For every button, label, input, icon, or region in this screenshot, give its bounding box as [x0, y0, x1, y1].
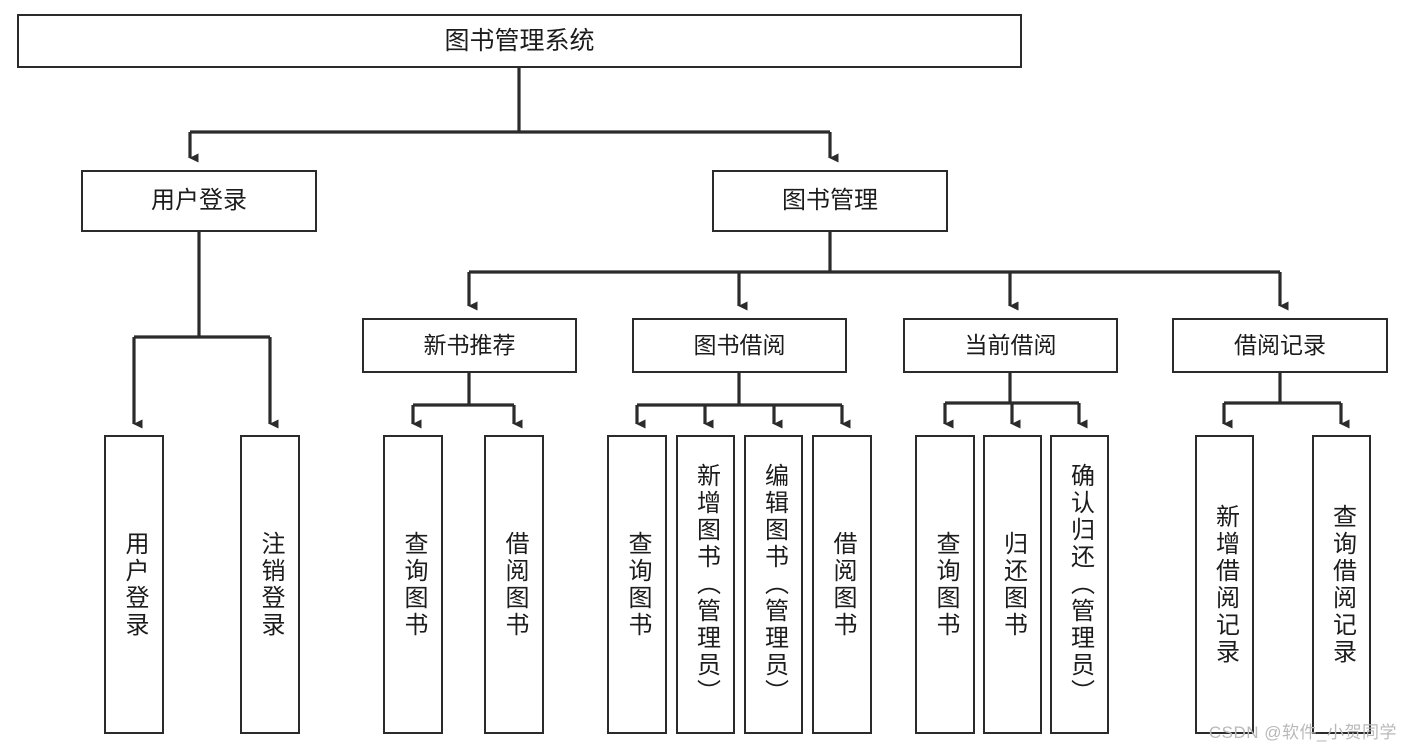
node-label: 查询图书 — [932, 530, 959, 639]
node-label: 借阅图书 — [829, 530, 856, 639]
node-label: 新增借阅记录 — [1211, 503, 1239, 666]
node-current-borrowing[interactable]: 当前借阅 — [903, 318, 1118, 373]
node-new-book-recommendation[interactable]: 新书推荐 — [362, 318, 577, 373]
node-label: 借阅图书 — [501, 530, 528, 639]
leaf-book-borrow-edit-book-admin[interactable]: 编辑图书（管理员） — [744, 435, 803, 734]
leaf-current-borrow-return-books[interactable]: 归还图书 — [983, 435, 1042, 734]
leaf-book-borrow-add-book-admin[interactable]: 新增图书（管理员） — [676, 435, 735, 734]
node-book-management[interactable]: 图书管理 — [712, 170, 948, 232]
leaf-user-login-logout[interactable]: 注销登录 — [240, 435, 300, 734]
leaf-current-borrow-query-books[interactable]: 查询图书 — [915, 435, 975, 734]
node-label: 图书管理 — [782, 186, 878, 214]
leaf-book-borrow-query-books[interactable]: 查询图书 — [607, 435, 667, 734]
node-label: 查询图书 — [400, 530, 427, 639]
node-label: 查询图书 — [624, 530, 651, 639]
leaf-borrow-record-query-record[interactable]: 查询借阅记录 — [1312, 435, 1371, 734]
node-user-login[interactable]: 用户登录 — [81, 170, 317, 232]
leaf-borrow-record-add-record[interactable]: 新增借阅记录 — [1195, 435, 1254, 734]
node-label: 确认归还（管理员） — [1066, 463, 1094, 706]
node-book-management-system[interactable]: 图书管理系统 — [17, 14, 1022, 68]
node-label: 查询借阅记录 — [1328, 503, 1356, 666]
node-label: 新增图书（管理员） — [692, 463, 720, 706]
leaf-user-login-login[interactable]: 用户登录 — [104, 435, 164, 734]
leaf-book-borrow-borrow-books[interactable]: 借阅图书 — [812, 435, 872, 734]
node-label: 注销登录 — [257, 530, 284, 639]
node-label: 编辑图书（管理员） — [760, 463, 788, 706]
node-label: 图书借阅 — [693, 331, 786, 358]
leaf-new-book-borrow-books[interactable]: 借阅图书 — [484, 435, 544, 734]
node-book-borrowing[interactable]: 图书借阅 — [632, 318, 847, 373]
node-label: 图书管理系统 — [444, 27, 595, 55]
leaf-current-borrow-confirm-return-admin[interactable]: 确认归还（管理员） — [1050, 435, 1109, 734]
node-label: 当前借阅 — [964, 331, 1057, 358]
leaf-new-book-query-books[interactable]: 查询图书 — [383, 435, 443, 734]
csdn-watermark: CSDN @软件_小贺同学 — [1208, 723, 1397, 742]
node-label: 新书推荐 — [423, 331, 516, 358]
node-borrowing-records[interactable]: 借阅记录 — [1172, 318, 1388, 373]
node-label: 用户登录 — [121, 530, 148, 639]
node-label: 归还图书 — [999, 530, 1027, 639]
node-label: 借阅记录 — [1234, 331, 1326, 358]
node-label: 用户登录 — [151, 186, 247, 214]
